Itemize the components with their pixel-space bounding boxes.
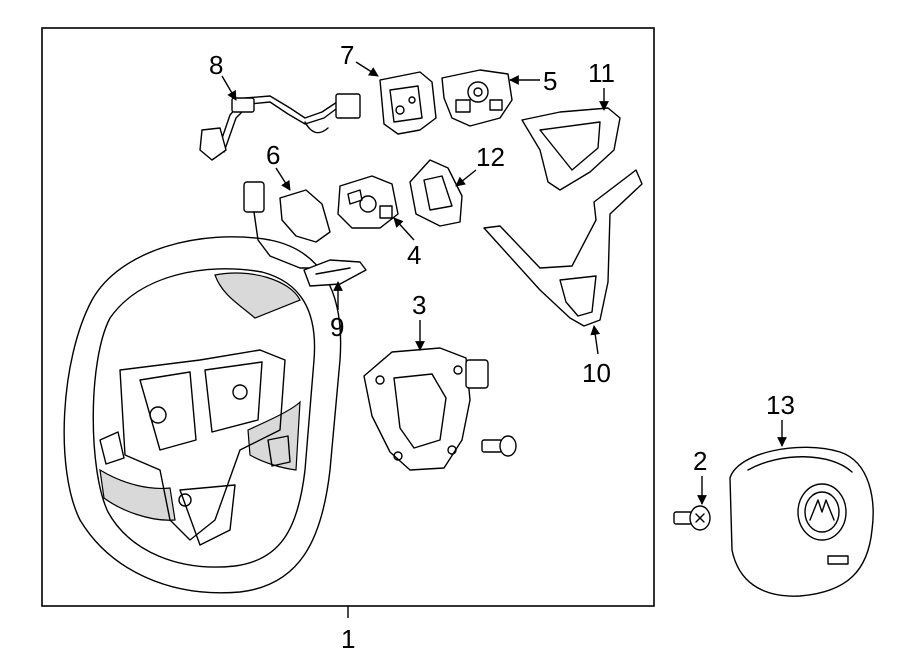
callout-2: 2 bbox=[693, 446, 707, 476]
leader-7 bbox=[355, 61, 379, 77]
callout-9: 9 bbox=[330, 312, 344, 342]
callout-12: 12 bbox=[476, 142, 505, 172]
callout-3: 3 bbox=[412, 290, 426, 320]
mounting-bolt bbox=[481, 435, 517, 457]
switch-left bbox=[243, 181, 331, 269]
callout-7: 7 bbox=[340, 40, 354, 70]
callout-13: 13 bbox=[766, 390, 795, 420]
callout-10: 10 bbox=[582, 358, 611, 388]
wiring-harness bbox=[199, 93, 361, 161]
leader-10 bbox=[590, 325, 601, 355]
steering-wheel bbox=[63, 236, 342, 594]
leader-8 bbox=[221, 75, 237, 101]
switch-frame bbox=[363, 347, 489, 471]
callout-6: 6 bbox=[266, 140, 280, 170]
airbag-module bbox=[729, 446, 874, 597]
clip-connector bbox=[303, 259, 367, 287]
leader-4 bbox=[393, 217, 415, 241]
leader-6 bbox=[275, 167, 291, 191]
trim-bezel bbox=[409, 159, 463, 227]
callout-11: 11 bbox=[588, 58, 615, 88]
leader-12 bbox=[455, 169, 477, 187]
control-module bbox=[337, 175, 399, 229]
callout-4: 4 bbox=[407, 240, 421, 270]
trim-cover-upper bbox=[521, 107, 621, 191]
callout-8: 8 bbox=[209, 50, 223, 80]
lower-trim bbox=[483, 169, 643, 327]
callout-1: 1 bbox=[341, 624, 355, 654]
airbag-bolt bbox=[673, 505, 711, 531]
callout-5: 5 bbox=[543, 66, 557, 96]
control-switch-right bbox=[441, 69, 513, 127]
switch-bracket bbox=[379, 71, 437, 135]
